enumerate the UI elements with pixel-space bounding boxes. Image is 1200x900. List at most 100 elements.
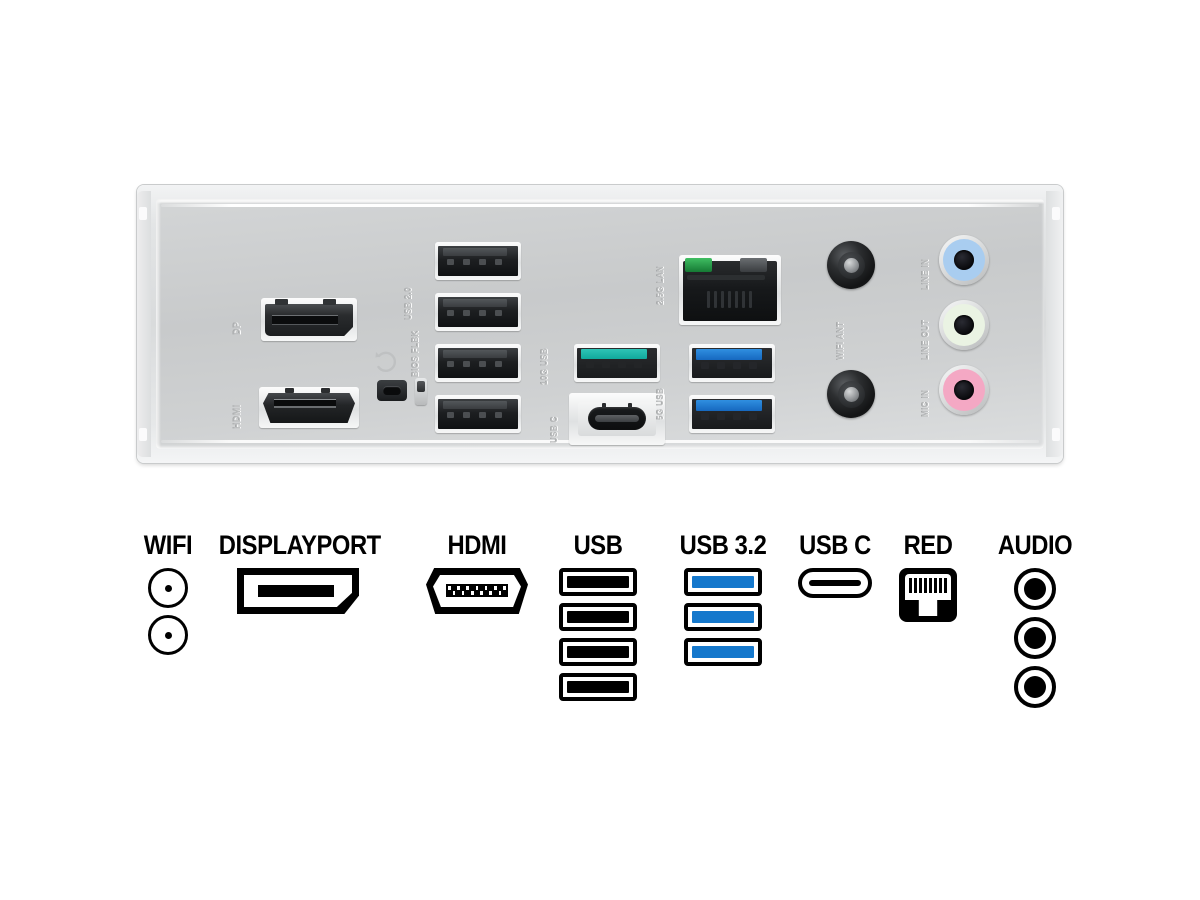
legend-item-usb-c: USB C bbox=[790, 532, 880, 598]
io-shield-notch-bottom-left bbox=[139, 428, 147, 441]
usb-32-icon bbox=[684, 568, 762, 596]
legend-item-audio: AUDIO bbox=[985, 532, 1085, 708]
wifi-antenna-connector-1[interactable] bbox=[827, 241, 875, 289]
usb-2-port-3-bar bbox=[443, 350, 507, 358]
displayport-tab-left bbox=[275, 299, 288, 305]
usb-32-icon bbox=[684, 603, 762, 631]
usb-32-blue-port-1-bar bbox=[696, 349, 762, 360]
audio-jack-line-out-hole bbox=[954, 315, 974, 335]
usb-a-icon bbox=[559, 568, 637, 596]
usb-2-port-4[interactable] bbox=[435, 395, 521, 433]
legend-label-displayport: DISPLAYPORT bbox=[218, 530, 381, 560]
audio-jack-icon bbox=[1014, 617, 1056, 659]
usb-a-icon bbox=[559, 603, 637, 631]
io-shield-top-highlight bbox=[161, 204, 1039, 207]
usb-type-c-port[interactable] bbox=[569, 393, 665, 445]
usb-type-c-tongue bbox=[595, 415, 639, 422]
hdmi-tab-right bbox=[321, 388, 330, 393]
usb-c-icon bbox=[798, 568, 872, 598]
bios-flashback-button-recess bbox=[383, 386, 401, 395]
port-legend: WIFI DISPLAYPORT HDMI USB bbox=[0, 520, 1200, 740]
usb-a-icon bbox=[559, 673, 637, 701]
usb2-panel-label: USB 2.0 bbox=[404, 286, 413, 320]
usb-2-port-3-pins bbox=[447, 361, 503, 367]
usb32-panel-label: 5G USB bbox=[656, 387, 665, 420]
wifi-antenna-connector-2[interactable] bbox=[827, 370, 875, 418]
hdmi-slot bbox=[274, 399, 336, 408]
legend-item-hdmi: HDMI bbox=[412, 532, 542, 614]
legend-icons-usb bbox=[552, 568, 644, 701]
audio-jack-mic-in[interactable] bbox=[939, 365, 989, 415]
lan-panel-label: 2.5G LAN bbox=[656, 265, 665, 305]
displayport-connector[interactable] bbox=[261, 298, 357, 341]
bios-flashback-button[interactable] bbox=[377, 380, 407, 402]
usb-32-blue-port-2-bar bbox=[696, 400, 762, 411]
io-shield-right-lip bbox=[1046, 191, 1063, 457]
rj45-lan-port[interactable] bbox=[679, 255, 781, 325]
lan-speed-led bbox=[740, 258, 767, 272]
mic-in-panel-label: MIC IN bbox=[921, 389, 930, 417]
usb-2-port-1-bar bbox=[443, 248, 507, 256]
hdmi-body bbox=[263, 393, 355, 423]
legend-label-usb: USB bbox=[573, 530, 623, 560]
usb-32-icon bbox=[684, 638, 762, 666]
legend-label-hdmi: HDMI bbox=[447, 530, 507, 560]
wifi-antenna-panel-label: WIFI ANT bbox=[836, 321, 845, 360]
usb-a-icon bbox=[559, 638, 637, 666]
audio-jack-line-in[interactable] bbox=[939, 235, 989, 285]
legend-icons-displayport bbox=[208, 568, 388, 614]
legend-item-red: RED bbox=[888, 532, 968, 622]
usb-2-port-2[interactable] bbox=[435, 293, 521, 331]
usb-type-c-clip-left bbox=[602, 403, 606, 410]
legend-icons-hdmi bbox=[412, 568, 542, 614]
legend-label-usb-c: USB C bbox=[799, 530, 871, 560]
legend-label-usb-32: USB 3.2 bbox=[679, 530, 767, 560]
audio-jack-line-in-hole bbox=[954, 250, 974, 270]
line-out-panel-label: LINE OUT bbox=[921, 319, 930, 360]
audio-jack-icon bbox=[1014, 568, 1056, 610]
audio-jack-icon bbox=[1014, 666, 1056, 708]
displayport-tab-right bbox=[323, 299, 336, 305]
dp-panel-label: DP bbox=[232, 321, 242, 335]
legend-label-audio: AUDIO bbox=[997, 530, 1073, 560]
usb-2-port-3[interactable] bbox=[435, 344, 521, 382]
legend-icons-usb-c bbox=[790, 568, 880, 598]
legend-item-usb: USB bbox=[552, 532, 644, 701]
usb-2-port-4-bar bbox=[443, 401, 507, 409]
displayport-icon bbox=[237, 568, 359, 614]
io-shield-notch-top-left bbox=[139, 207, 147, 220]
legend-item-wifi: WIFI bbox=[118, 532, 218, 655]
usb-32-blue-port-2[interactable] bbox=[689, 395, 775, 433]
usb-type-c-clip-right bbox=[628, 403, 632, 410]
legend-item-displayport: DISPLAYPORT bbox=[208, 532, 388, 614]
usb-2-port-2-pins bbox=[447, 310, 503, 316]
clear-cmos-switch[interactable] bbox=[415, 378, 427, 405]
usb-32-gen2-bar bbox=[581, 349, 647, 359]
legend-icons-wifi bbox=[118, 568, 218, 655]
lan-activity-led-green bbox=[685, 258, 712, 272]
io-shield-notch-top-right bbox=[1052, 207, 1060, 220]
hdmi-panel-label: HDMI bbox=[232, 404, 242, 429]
rj45-vent-slots bbox=[707, 291, 753, 308]
usb-2-port-2-bar bbox=[443, 299, 507, 307]
wifi-antenna-icon bbox=[148, 615, 188, 655]
legend-icons-usb-32 bbox=[668, 568, 778, 666]
hdmi-connector[interactable] bbox=[259, 387, 359, 428]
usb-32-blue-port-1[interactable] bbox=[689, 344, 775, 382]
audio-jack-line-out[interactable] bbox=[939, 300, 989, 350]
bios-flashback-arrow-icon bbox=[375, 351, 397, 372]
usbc-panel-label: USB C bbox=[550, 416, 559, 443]
legend-icons-red bbox=[888, 568, 968, 622]
line-in-panel-label: LINE IN bbox=[921, 258, 930, 290]
io-shield-notch-bottom-right bbox=[1052, 428, 1060, 441]
bios-flashback-panel-label: BIOS FLBK bbox=[411, 330, 420, 377]
hdmi-tab-left bbox=[285, 388, 294, 393]
rj45-ethernet-icon bbox=[899, 568, 957, 622]
wifi-antenna-icon bbox=[148, 568, 188, 608]
legend-icons-audio bbox=[985, 568, 1085, 708]
motherboard-rear-io-panel: DP HDMI USB 2.0 bbox=[137, 185, 1063, 463]
usb-2-port-1-pins bbox=[447, 259, 503, 265]
usb32-gen2-panel-label: 10G USB bbox=[540, 347, 549, 385]
usb-32-gen2-teal-port[interactable] bbox=[574, 344, 660, 382]
usb-2-port-1[interactable] bbox=[435, 242, 521, 280]
